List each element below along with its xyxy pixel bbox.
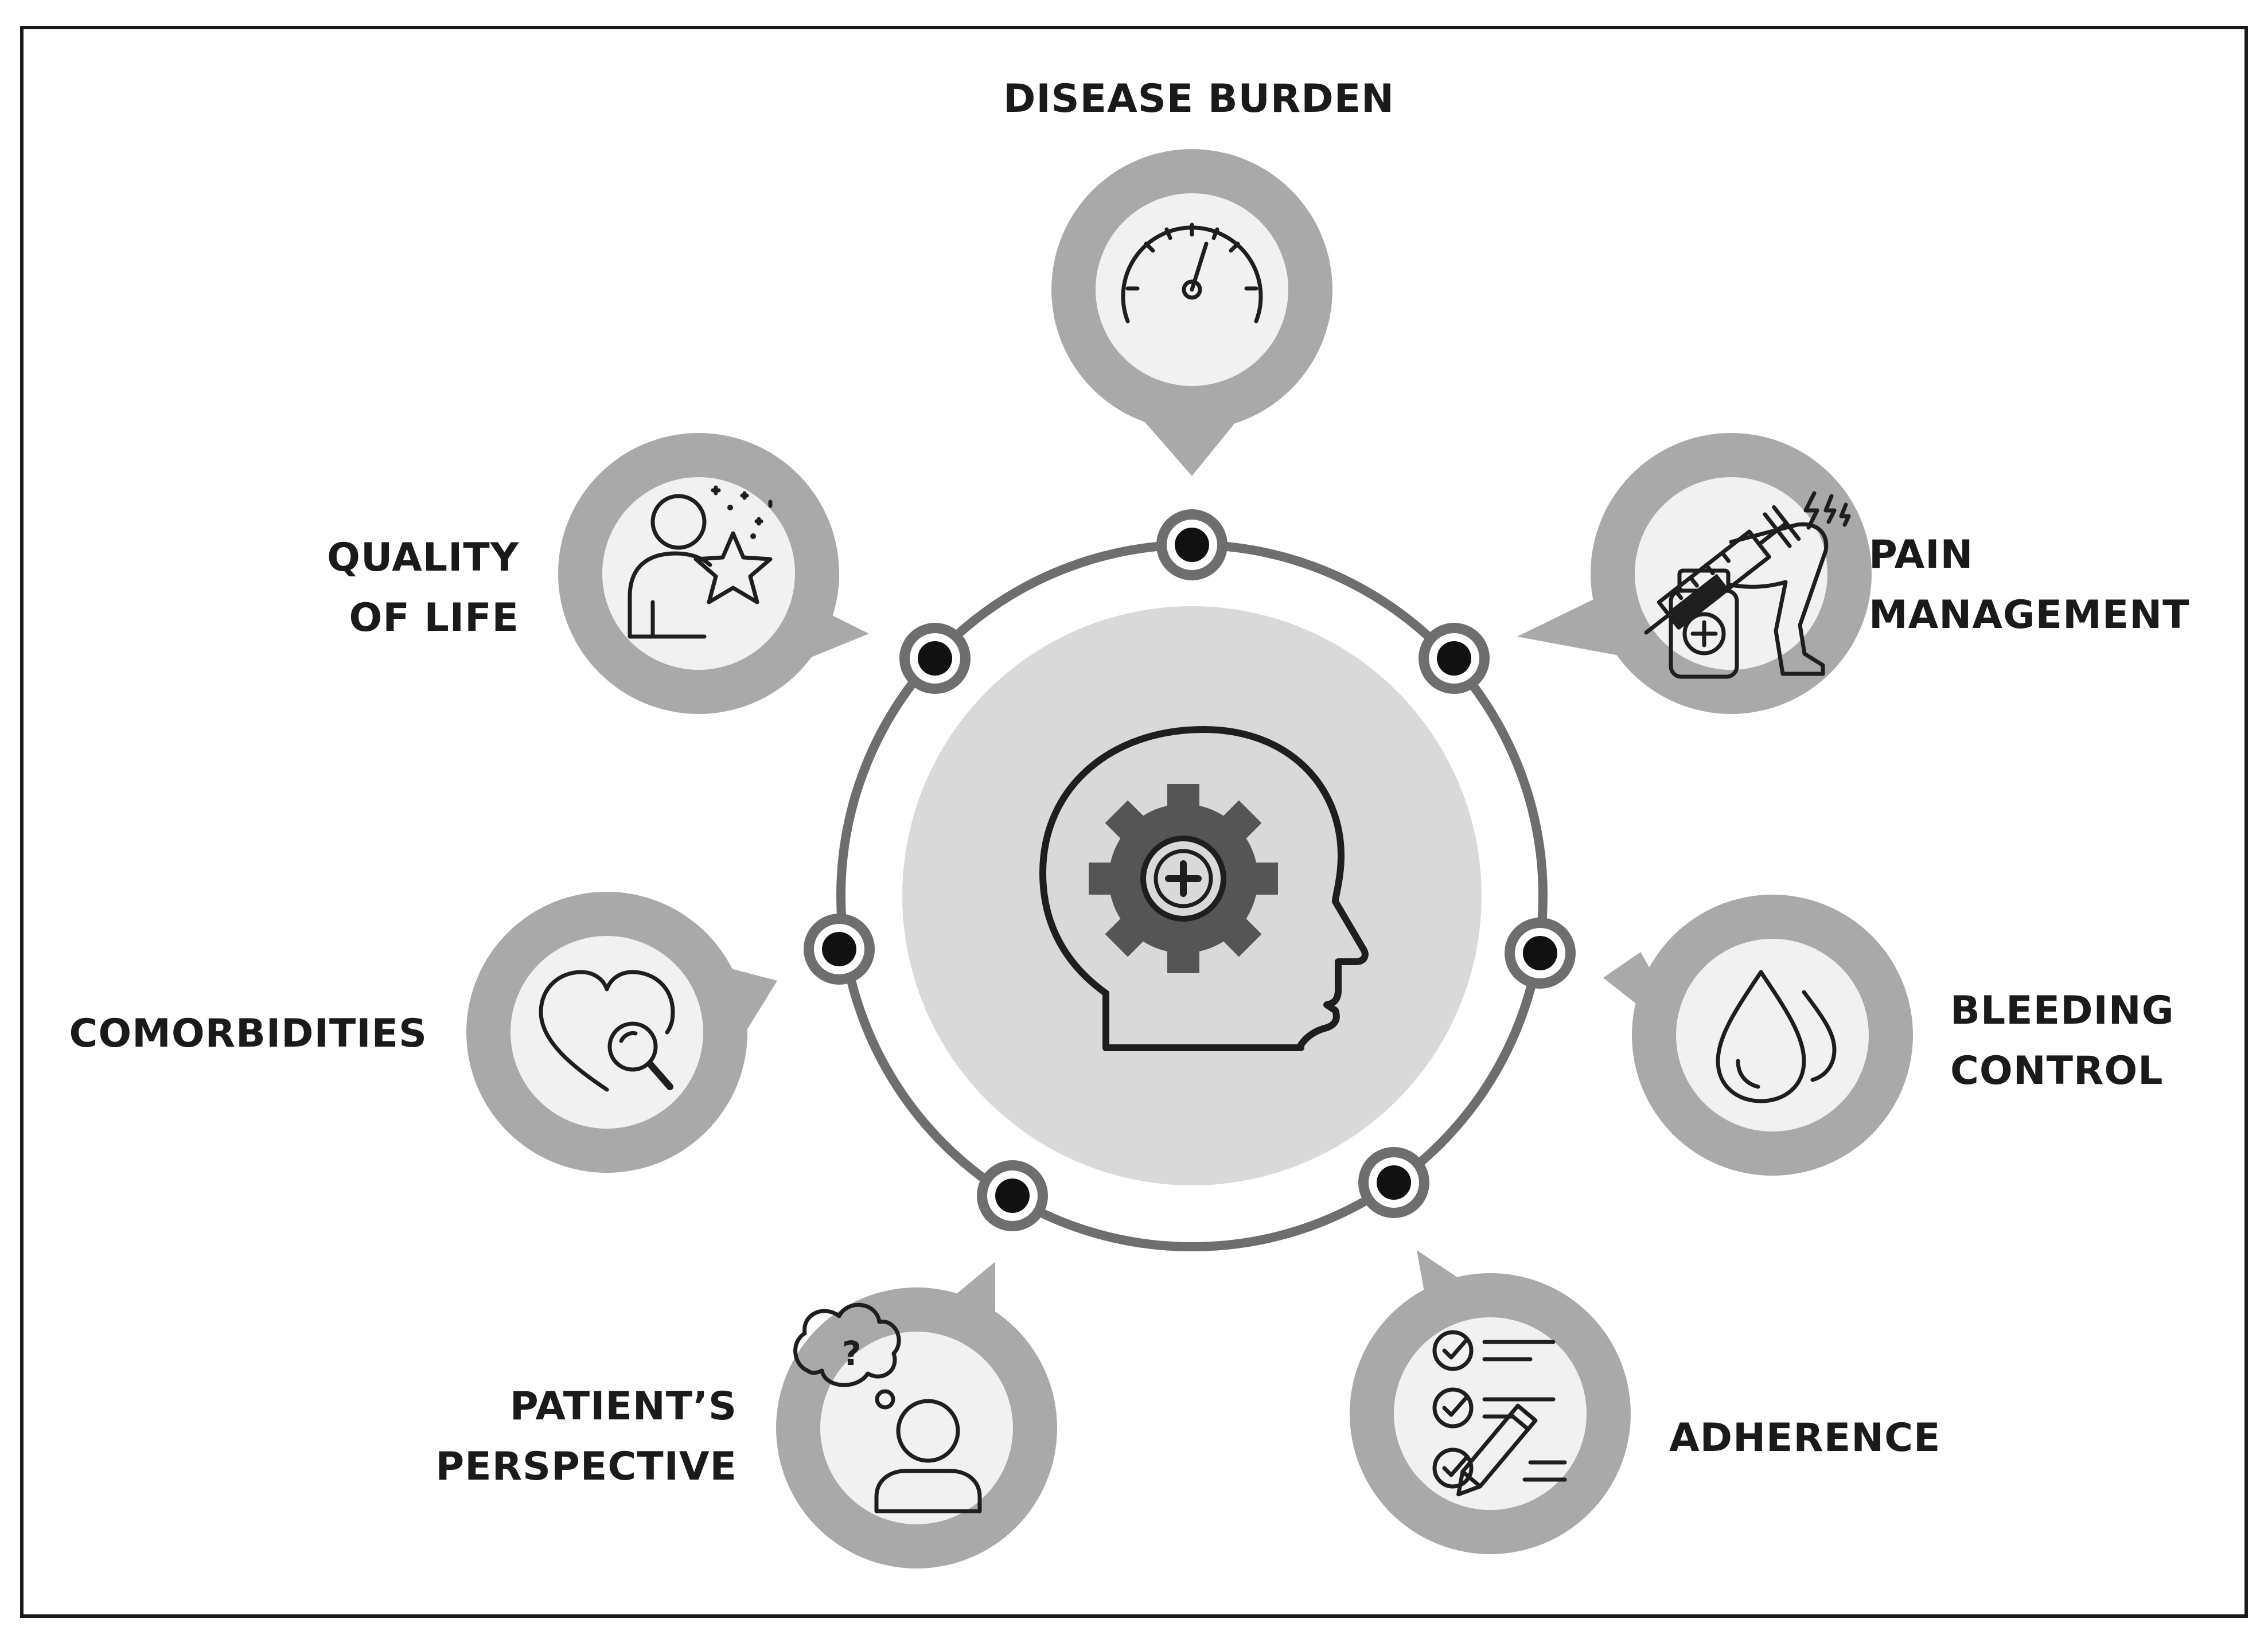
label-disease-burden: DISEASE BURDEN: [1003, 76, 1394, 122]
bubble-adherence: [1350, 1250, 1631, 1554]
orbit-node: [1156, 509, 1227, 580]
bubble-pain-management: [1517, 433, 1872, 714]
orbit-node: [1358, 1147, 1429, 1218]
bubble-patients-perspective: ?: [776, 1262, 1057, 1568]
orbit-node: [1419, 623, 1490, 694]
person-thought-cloud-icon: ?: [793, 1302, 982, 1513]
svg-text:?: ?: [842, 1334, 862, 1373]
label-patients-perspective-line1: PATIENT’S: [510, 1384, 737, 1429]
bubble-bleeding-control: [1603, 895, 1913, 1176]
head-gear-plus-icon: [1039, 726, 1369, 1051]
heart-magnifier-icon: [539, 970, 675, 1092]
gauge-icon: [1121, 223, 1263, 323]
orbit-node: [977, 1160, 1048, 1231]
bubble-disease-burden: [1051, 149, 1332, 476]
label-pain-management-line2: MANAGEMENT: [1869, 592, 2190, 638]
orbit-node: [1505, 918, 1576, 989]
orbit-node: [804, 914, 875, 985]
label-quality-of-life-line2: OF LIFE: [349, 595, 519, 641]
gear-icon: [1089, 784, 1278, 973]
label-bleeding-control-line1: BLEEDING: [1950, 988, 2175, 1033]
blood-drops-icon: [1716, 970, 1837, 1103]
checklist-pencil-icon: [1432, 1330, 1567, 1497]
syringe-leg-medicine-icon: [1644, 491, 1851, 679]
person-star-icon: [628, 485, 773, 639]
label-adherence: ADHERENCE: [1669, 1415, 1941, 1461]
label-bleeding-control-line2: CONTROL: [1950, 1048, 2164, 1094]
bubble-comorbidities: [466, 892, 777, 1173]
label-pain-management-line1: PAIN: [1869, 532, 1973, 578]
bubble-quality-of-life: [558, 433, 869, 714]
label-comorbidities: COMORBIDITIES: [69, 1011, 427, 1056]
orbit-node: [899, 623, 971, 694]
label-patients-perspective-line2: PERSPECTIVE: [435, 1444, 737, 1489]
label-quality-of-life-line1: QUALITY: [327, 535, 519, 580]
